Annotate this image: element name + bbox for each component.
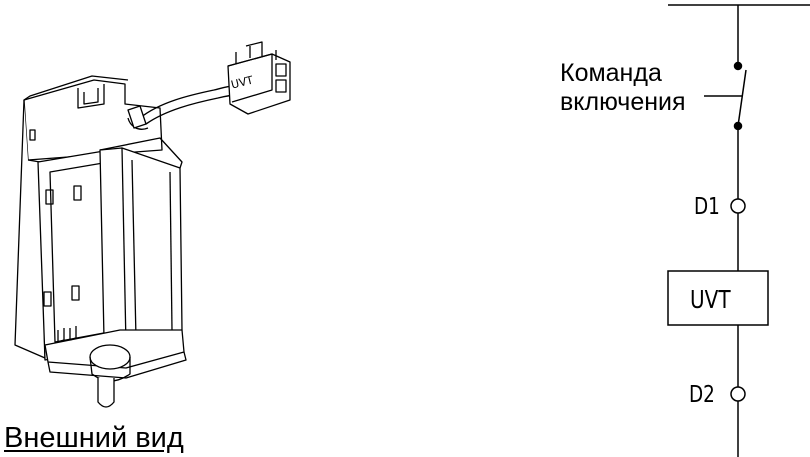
device-coil-side bbox=[121, 147, 127, 346]
device-connector-face bbox=[227, 53, 273, 103]
device-top-edge bbox=[23, 75, 129, 101]
device-slot bbox=[43, 291, 52, 307]
device-top-tab-inner bbox=[83, 88, 99, 105]
switch-blade bbox=[737, 69, 747, 127]
device-housing-back bbox=[23, 79, 163, 161]
closing-command-label-line1: Команда bbox=[560, 59, 662, 87]
terminal-d1-label: D1 bbox=[694, 194, 720, 220]
uvt-device-drawing bbox=[14, 41, 291, 408]
device-wire-clip bbox=[127, 105, 147, 129]
device-plunger-rod bbox=[97, 378, 115, 408]
closing-command-label-line2: включения bbox=[560, 88, 686, 116]
device-coil-rib-1 bbox=[131, 159, 137, 339]
terminal-d2-label: D2 bbox=[689, 382, 715, 408]
device-side-slot bbox=[29, 129, 36, 141]
device-base-tabs bbox=[57, 326, 77, 343]
uvt-schematic bbox=[667, 4, 810, 457]
device-top-tab bbox=[77, 84, 105, 109]
external-view-caption: Внешний вид bbox=[4, 422, 184, 454]
device-slot bbox=[71, 285, 80, 301]
terminal-d2 bbox=[730, 386, 746, 402]
device-coil-rib-2 bbox=[169, 171, 173, 331]
device-base-edge bbox=[47, 351, 187, 379]
device-slot bbox=[45, 189, 54, 205]
uvt-device-label: UVT bbox=[690, 285, 731, 314]
device-slot bbox=[73, 185, 82, 201]
device-coil-top bbox=[99, 137, 183, 169]
uvt-device-box bbox=[667, 270, 769, 326]
terminal-d1 bbox=[730, 198, 746, 214]
device-connector-pin bbox=[275, 63, 287, 77]
device-connector-top bbox=[235, 41, 277, 64]
device-connector-pin bbox=[275, 79, 287, 93]
device-plunger-collar bbox=[89, 344, 131, 370]
device-wire bbox=[139, 85, 235, 119]
switch-contact-upper bbox=[733, 61, 743, 71]
